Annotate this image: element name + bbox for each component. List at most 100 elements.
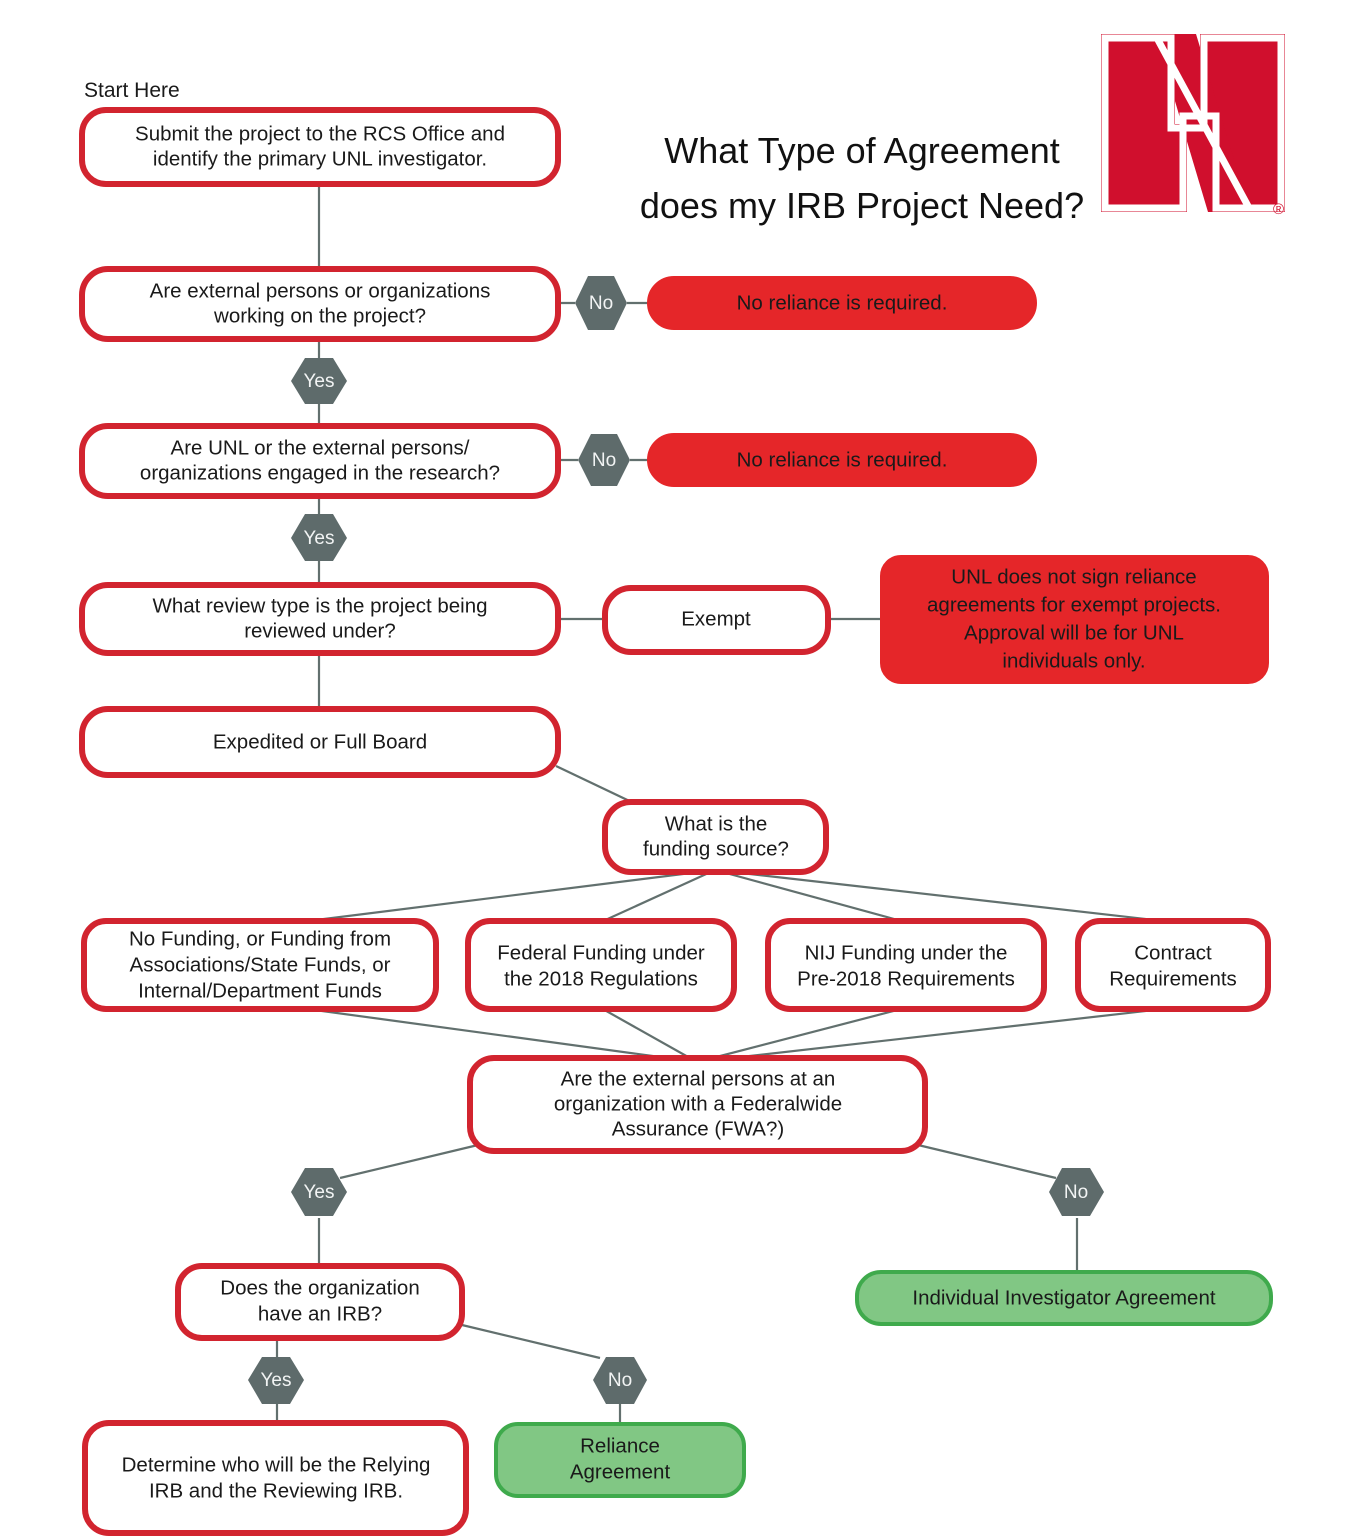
edge-nofunding-to-fwa — [299, 1006, 698, 1064]
hexagon-shape — [291, 1168, 347, 1216]
edge-fwa-to-no — [917, 1143, 1057, 1180]
hexagon-shape — [248, 1357, 304, 1404]
decision-yes-engaged-label: Yes — [304, 528, 335, 549]
node-review-type-line1: What review type is the project being — [153, 594, 488, 617]
node-federal-funding-line2: the 2018 Regulations — [504, 967, 698, 990]
node-review-type[interactable]: What review type is the project being re… — [79, 582, 561, 656]
node-submit-line2: identify the primary UNL investigator. — [153, 147, 487, 170]
node-org-irb-line2: have an IRB? — [258, 1302, 382, 1325]
node-exempt-result-shape — [880, 555, 1269, 684]
hexagon-shape — [593, 1357, 647, 1404]
node-external-persons-line2: working on the project? — [213, 304, 426, 327]
node-review-type-line2: reviewed under? — [244, 619, 396, 642]
node-exempt-result[interactable]: UNL does not sign reliance agreements fo… — [880, 555, 1269, 684]
node-federal-funding-shape — [465, 918, 737, 1012]
node-determine-line1: Determine who will be the Relying — [122, 1453, 431, 1476]
node-external-persons-shape — [79, 266, 561, 342]
node-exempt-label: Exempt — [681, 607, 751, 630]
node-determine-shape — [82, 1420, 469, 1536]
node-funding-source-shape — [602, 799, 829, 875]
node-funding-source-line2: funding source? — [643, 837, 789, 860]
hexagon-shape — [291, 358, 347, 404]
node-review-type-shape — [79, 582, 561, 656]
node-no-funding[interactable]: No Funding, or Funding from Associations… — [81, 918, 439, 1012]
decision-no-external[interactable]: No — [575, 276, 627, 330]
decision-no-engaged[interactable]: No — [578, 434, 630, 486]
node-external-persons-line1: Are external persons or organizations — [150, 279, 491, 302]
node-no-reliance-1-shape — [647, 276, 1037, 330]
node-fwa-line1: Are the external persons at an — [561, 1067, 836, 1090]
node-no-reliance-1-label: No reliance is required. — [737, 291, 948, 314]
node-individual-agreement[interactable]: Individual Investigator Agreement — [855, 1270, 1273, 1326]
node-no-funding-line3: Internal/Department Funds — [138, 979, 382, 1002]
node-no-funding-line1: No Funding, or Funding from — [129, 927, 391, 950]
node-individual-agreement-label: Individual Investigator Agreement — [912, 1286, 1215, 1309]
decision-no-irb[interactable]: No — [593, 1357, 647, 1404]
decision-yes-engaged[interactable]: Yes — [291, 514, 347, 561]
node-contract-line1: Contract — [1134, 941, 1212, 964]
node-nij-funding-line2: Pre-2018 Requirements — [797, 967, 1015, 990]
node-engaged-line2: organizations engaged in the research? — [140, 461, 500, 484]
node-expedited[interactable]: Expedited or Full Board — [79, 706, 561, 778]
node-submit-shape — [79, 107, 561, 187]
node-expedited-shape — [79, 706, 561, 778]
decision-no-irb-label: No — [608, 1370, 632, 1391]
node-no-funding-line2: Associations/State Funds, or — [130, 953, 391, 976]
node-no-reliance-2-label: No reliance is required. — [737, 448, 948, 471]
edge-orgirb-to-no — [461, 1323, 601, 1360]
logo-registered-mark: ® — [1273, 201, 1284, 218]
node-exempt-result-line2: agreements for exempt projects. — [927, 593, 1221, 616]
node-no-reliance-1[interactable]: No reliance is required. — [647, 276, 1037, 330]
node-org-irb[interactable]: Does the organization have an IRB? — [175, 1263, 465, 1341]
unl-n-logo: ® — [1101, 34, 1285, 218]
node-reliance-agreement-line2: Agreement — [570, 1460, 671, 1483]
node-exempt[interactable]: Exempt — [602, 585, 831, 655]
logo-n-diagonal-outline — [1154, 38, 1252, 208]
hexagon-shape — [575, 276, 627, 330]
node-exempt-result-line4: individuals only. — [1002, 649, 1145, 672]
decision-yes-external[interactable]: Yes — [291, 358, 347, 404]
hexagon-shape — [1049, 1168, 1104, 1216]
decision-yes-irb[interactable]: Yes — [248, 1357, 304, 1404]
decision-no-fwa-label: No — [1064, 1182, 1088, 1203]
node-determine[interactable]: Determine who will be the Relying IRB an… — [82, 1420, 469, 1536]
node-no-funding-shape — [81, 918, 439, 1012]
node-contract-line2: Requirements — [1109, 967, 1237, 990]
node-individual-agreement-shape — [855, 1270, 1273, 1326]
page-title-line1: What Type of Agreement — [664, 130, 1060, 171]
decision-yes-fwa[interactable]: Yes — [291, 1168, 347, 1216]
node-no-reliance-2-shape — [647, 433, 1037, 487]
edge-contract-to-fwa — [696, 1006, 1173, 1064]
node-nij-funding-shape — [765, 918, 1047, 1012]
node-funding-source-line1: What is the — [665, 812, 768, 835]
node-external-persons[interactable]: Are external persons or organizations wo… — [79, 266, 561, 342]
decision-no-external-label: No — [589, 293, 613, 314]
node-submit[interactable]: Submit the project to the RCS Office and… — [79, 107, 561, 187]
edge-expedited-to-funding — [555, 765, 641, 807]
decision-yes-irb-label: Yes — [261, 1370, 292, 1391]
node-contract[interactable]: Contract Requirements — [1075, 918, 1271, 1012]
node-fwa-line2: organization with a Federalwide — [554, 1092, 842, 1115]
edge-fwa-to-yes — [339, 1143, 479, 1180]
decision-no-fwa[interactable]: No — [1049, 1168, 1104, 1216]
node-fwa-line3: Assurance (FWA?) — [612, 1117, 784, 1140]
page-title: What Type of Agreement does my IRB Proje… — [640, 130, 1084, 226]
edge-federal-to-fwa — [600, 1007, 698, 1063]
edges-layer — [275, 183, 1173, 1424]
node-nij-funding[interactable]: NIJ Funding under the Pre-2018 Requireme… — [765, 918, 1047, 1012]
node-funding-source[interactable]: What is the funding source? — [602, 799, 829, 875]
node-reliance-agreement[interactable]: Reliance Agreement — [494, 1422, 746, 1498]
decision-yes-fwa-label: Yes — [304, 1182, 335, 1203]
node-nij-funding-line1: NIJ Funding under the — [805, 941, 1008, 964]
node-engaged[interactable]: Are UNL or the external persons/ organiz… — [79, 423, 561, 499]
node-federal-funding-line1: Federal Funding under — [497, 941, 705, 964]
page-title-line2: does my IRB Project Need? — [640, 185, 1084, 226]
start-here-label: Start Here — [84, 79, 180, 102]
decision-yes-external-label: Yes — [304, 371, 335, 392]
edge-funding-to-nij — [714, 868, 906, 924]
node-federal-funding[interactable]: Federal Funding under the 2018 Regulatio… — [465, 918, 737, 1012]
node-no-reliance-2[interactable]: No reliance is required. — [647, 433, 1037, 487]
node-fwa[interactable]: Are the external persons at an organizat… — [467, 1055, 928, 1154]
